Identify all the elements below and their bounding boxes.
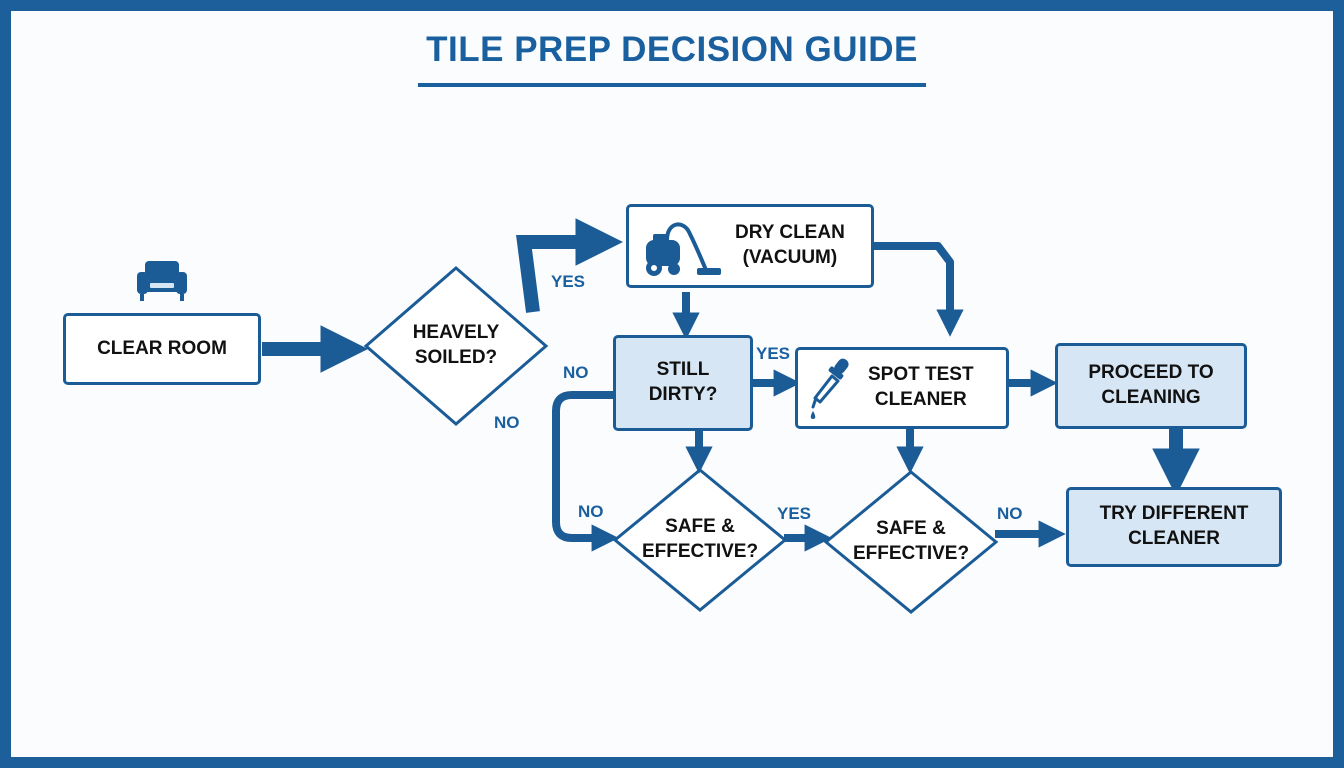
dropper-icon <box>810 358 849 419</box>
node-safe-effective-2-label: SAFE & EFFECTIVE? <box>852 518 970 564</box>
node-spot-test-label: SPOT TEST CLEANER <box>868 364 974 410</box>
node-still-dirty: STILL DIRTY? <box>613 335 753 431</box>
diamond-safe-effective-1 <box>612 468 788 612</box>
node-heavily-soiled-label: HEAVELY SOILED? <box>412 322 500 368</box>
armchair-icon <box>137 261 187 301</box>
node-try-different: TRY DIFFERENT CLEANER <box>1066 487 1282 567</box>
edge-label-soiled-no: NO <box>494 413 520 432</box>
title-underline <box>418 83 926 87</box>
node-proceed: PROCEED TO CLEANING <box>1055 343 1247 429</box>
node-still-dirty-label: STILL DIRTY? <box>648 359 718 405</box>
edge-label-safe2-no: NO <box>997 504 1023 523</box>
edge-label-dirty-no-bottom: NO <box>578 502 604 521</box>
node-dry-clean-label: DRY CLEAN (VACUUM) <box>735 222 845 268</box>
edge-label-safe1-yes: YES <box>777 504 812 523</box>
arrow-dry-clean-to-spot-test <box>874 242 964 337</box>
node-safe-effective-1-label: SAFE & EFFECTIVE? <box>641 516 759 562</box>
vacuum-icon <box>646 222 721 276</box>
arrow-still-dirty-no-loop <box>552 391 619 552</box>
diamond-heavily-soiled <box>363 266 549 426</box>
node-proceed-label: PROCEED TO CLEANING <box>1088 362 1214 408</box>
node-clear-room-label: CLEAR ROOM <box>97 337 227 359</box>
diamond-safe-effective-2 <box>823 470 999 614</box>
arrow-soiled-yes-to-dry-clean <box>516 218 624 313</box>
diagram-title: TILE PREP DECISION GUIDE <box>426 30 918 69</box>
node-try-different-label: TRY DIFFERENT CLEANER <box>1099 503 1249 549</box>
node-clear-room: CLEAR ROOM <box>63 313 261 385</box>
edge-label-dirty-no-left: NO <box>563 363 589 382</box>
edge-label-dirty-yes: YES <box>756 344 791 363</box>
edge-label-soiled-yes: YES <box>551 272 586 291</box>
